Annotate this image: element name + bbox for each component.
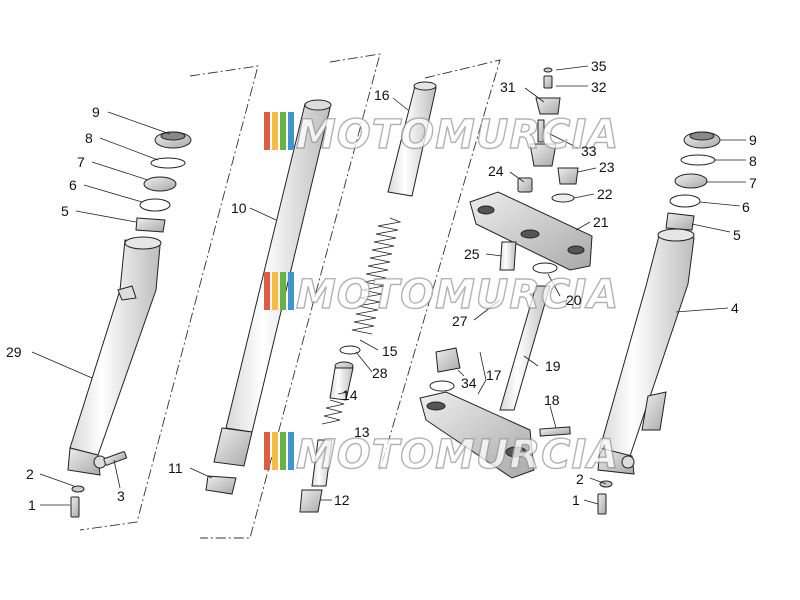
label-part-4: 4 [731,300,739,316]
spacer-parts-28-14-13-12 [299,345,361,513]
watermark-stripe [264,112,270,150]
watermark-bottom: MOTOMURCIA [264,431,619,479]
label-part-13: 13 [354,424,370,440]
right-seal-stack [665,131,721,231]
small-fasteners-22-25 [499,167,579,274]
cap-and-seal-parts-17-34 [429,347,487,395]
watermark-stripe [280,272,286,310]
label-part-15: 15 [382,343,398,359]
left-axle-bolts [70,451,127,518]
watermark-stripe [288,112,294,150]
label-part-3: 3 [117,488,125,504]
right-axle-bolts [597,480,613,515]
watermark-stripe [288,432,294,470]
label-part-17: 17 [486,367,502,383]
watermark-stripe [288,272,294,310]
label-part-23: 23 [599,159,615,175]
label-part-14: 14 [342,387,358,403]
watermark-stripe [280,432,286,470]
watermark-stripe [272,272,278,310]
label-part-34: 34 [461,375,477,391]
label-part-7-right: 7 [749,175,757,191]
steering-stem-part-19 [419,285,571,479]
label-part-6-right: 6 [742,199,750,215]
label-part-9-left: 9 [92,104,100,120]
label-part-12: 12 [334,492,350,508]
label-part-1-right: 1 [572,492,580,508]
watermark-stripe [280,112,286,150]
label-part-33: 33 [581,143,597,159]
label-part-1-left: 1 [28,497,36,513]
watermark-stripe [264,272,270,310]
watermark-text: MOTOMURCIA [296,432,619,478]
label-part-16: 16 [374,87,390,103]
label-part-5-left: 5 [61,203,69,219]
label-part-8-left: 8 [85,130,93,146]
label-part-6-left: 6 [69,177,77,193]
watermark-text: MOTOMURCIA [296,112,619,158]
label-part-27: 27 [452,313,468,329]
label-part-19: 19 [545,358,561,374]
watermark-top: MOTOMURCIA [264,111,619,159]
label-part-35: 35 [591,58,607,74]
damper-rod-part-16 [387,81,437,197]
label-part-32: 32 [591,79,607,95]
label-part-2-right: 2 [576,471,584,487]
watermark-stripe [264,432,270,470]
part-number-labels: 9 8 7 6 5 29 2 1 3 10 11 16 15 28 14 13 … [6,58,757,513]
label-part-18: 18 [544,392,560,408]
label-part-29: 29 [6,344,22,360]
assembly-boundaries [79,53,501,539]
label-part-21: 21 [593,214,609,230]
label-part-7-left: 7 [77,154,85,170]
label-part-5-right: 5 [733,227,741,243]
watermark-text: MOTOMURCIA [296,272,619,318]
left-seal-stack [135,131,192,233]
handlebar-clamp-parts-31-35 [529,67,561,167]
top-yoke-part-21 [469,191,593,271]
label-part-9-right: 9 [749,132,757,148]
label-part-11: 11 [168,460,183,476]
watermark-middle: MOTOMURCIA [264,271,619,319]
fork-spring-part-15 [351,217,402,335]
label-part-2-left: 2 [26,466,34,482]
right-fork-slider-part-4 [597,228,695,475]
label-part-31: 31 [500,79,516,95]
left-fork-slider-part-29 [67,236,162,476]
label-part-28: 28 [372,365,388,381]
label-part-24: 24 [488,163,504,179]
watermark-stripe [272,432,278,470]
watermark-stripe [272,112,278,150]
label-part-10: 10 [231,200,247,216]
label-part-20: 20 [566,292,582,308]
label-part-22: 22 [597,186,613,202]
label-part-25: 25 [464,246,480,262]
inner-tube-part-10 [205,99,332,495]
leader-lines [31,65,746,506]
label-part-8-right: 8 [749,153,757,169]
